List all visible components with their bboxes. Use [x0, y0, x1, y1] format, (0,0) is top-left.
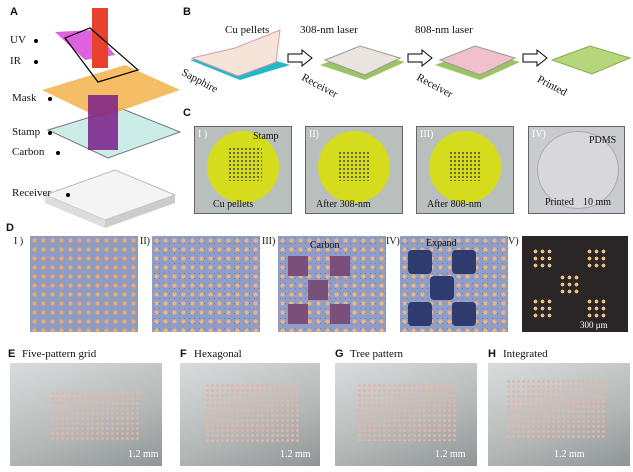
panel-number: II): [140, 236, 150, 247]
scale-bar-label: 1.2 mm: [554, 449, 585, 460]
panel-b-process: [190, 29, 632, 80]
scale-bar-label: 1.2 mm: [435, 449, 466, 460]
uv-label: UV: [10, 34, 26, 46]
ir-beam: [92, 8, 108, 68]
panel-number: V): [508, 236, 519, 247]
scan-frame: [64, 27, 140, 83]
panel-e-photo: 1.2 mm: [10, 363, 162, 466]
panel-number: III): [420, 129, 434, 140]
receiver-label: Receiver: [12, 187, 52, 199]
panel-number: I ): [14, 236, 24, 247]
panel-f-title: Hexagonal: [194, 348, 242, 360]
expand-annotation: Expand: [426, 238, 457, 249]
mask-plate: [42, 65, 180, 118]
panel-e-title: Five-pattern grid: [22, 348, 97, 360]
panel-d-v: 300 μm: [522, 236, 628, 332]
laser-308-label: 308-nm laser: [300, 24, 358, 36]
cu-pellets-label: Cu pellets: [225, 24, 270, 36]
panel-d-iv: Expand: [400, 236, 508, 332]
scale-bar-label: 10 mm: [583, 197, 612, 208]
scale-bar-label: 1.2 mm: [280, 449, 311, 460]
panel-a-schematic: [34, 8, 182, 228]
laser-808-label: 808-nm laser: [415, 24, 473, 36]
panel-number: IV): [386, 236, 400, 247]
panel-c-iii: III) After 808-nm: [416, 126, 514, 214]
panel-number: IV): [532, 129, 546, 140]
panel-g-label: G: [335, 348, 344, 360]
panel-h-label: H: [488, 348, 496, 360]
panel-d-i: [30, 236, 138, 332]
panel-a-label: A: [10, 6, 18, 18]
panel-f-photo: 1.2 mm: [180, 363, 320, 466]
panel-h-photo: 1.2 mm: [488, 363, 630, 466]
panel-d-iii: Carbon: [278, 236, 386, 332]
panel-c-i: I ) Stamp Cu pellets: [194, 126, 292, 214]
scale-bar-label: 300 μm: [580, 320, 608, 330]
panel-c-ii: II) After 308-nm: [305, 126, 403, 214]
mask-label: Mask: [12, 92, 37, 104]
printed-annotation: Printed: [545, 197, 574, 208]
panel-c-iv: IV) PDMS Printed 10 mm: [528, 126, 625, 214]
panel-h-title: Integrated: [503, 348, 548, 360]
panel-c-label: C: [183, 107, 191, 119]
panel-e-label: E: [8, 348, 16, 360]
panel-number: II): [309, 129, 319, 140]
stamp-label: Stamp: [12, 126, 41, 138]
after-308-annotation: After 308-nm: [316, 199, 371, 210]
arrow-icon: [522, 48, 548, 68]
panel-d-label: D: [6, 222, 14, 234]
panel-b-label: B: [183, 6, 191, 18]
pdms-annotation: PDMS: [589, 135, 617, 146]
scale-bar-label: 1.2 mm: [128, 449, 159, 460]
carbon-label: Carbon: [12, 146, 45, 158]
cu-pellets-annotation: Cu pellets: [213, 199, 254, 210]
panel-f-label: F: [180, 348, 187, 360]
panel-g-photo: 1.2 mm: [335, 363, 477, 466]
stamp-annotation: Stamp: [253, 131, 279, 142]
carbon-annotation: Carbon: [310, 240, 340, 251]
arrow-icon: [287, 48, 313, 68]
panel-number: I ): [198, 129, 208, 140]
receiver-plate: [43, 169, 177, 221]
carbon-pillars: [88, 95, 118, 150]
panel-number: III): [262, 236, 276, 247]
after-808-annotation: After 808-nm: [427, 199, 482, 210]
panel-g-title: Tree pattern: [350, 348, 404, 360]
panel-d-ii: [152, 236, 260, 332]
ir-label: IR: [10, 55, 21, 67]
arrow-icon: [407, 48, 433, 68]
